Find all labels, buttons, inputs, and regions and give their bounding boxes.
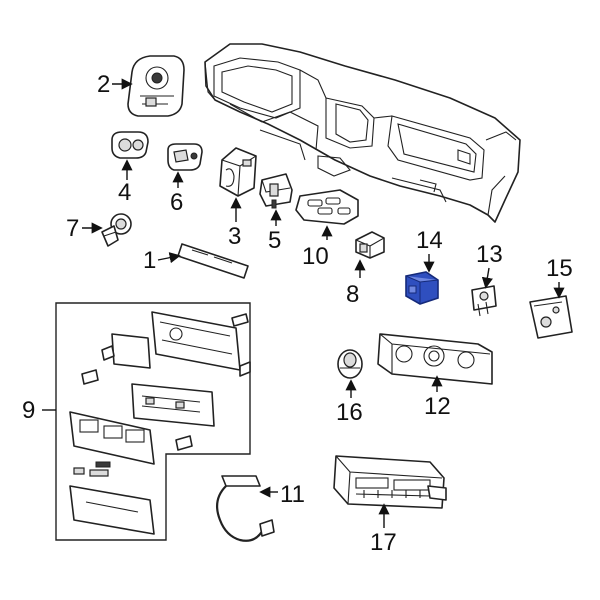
part-9-cluster-group: [55, 302, 251, 541]
part-1-trim-strip: [177, 243, 249, 279]
part-8-switch: [355, 231, 385, 259]
callout-1: 1: [143, 247, 156, 274]
callout-13: 13: [476, 241, 503, 268]
part-11-sensor-wire: [215, 475, 275, 542]
callout-17: 17: [370, 529, 397, 556]
callout-5: 5: [268, 227, 281, 254]
callout-15: 15: [546, 255, 573, 282]
part-5-switch: [259, 173, 293, 209]
part-6-switch: [167, 143, 203, 171]
part-17-control-head: [333, 455, 447, 509]
callout-4: 4: [118, 179, 131, 206]
callout-12: 12: [424, 393, 451, 420]
callout-14: 14: [416, 227, 443, 254]
part-7-ignition: [101, 213, 132, 247]
part-14-switch-highlighted[interactable]: [405, 271, 439, 305]
callout-6: 6: [170, 189, 183, 216]
callout-16: 16: [336, 399, 363, 426]
part-4-switch: [111, 131, 149, 159]
callout-3: 3: [228, 223, 241, 250]
part-2-headlamp-switch: [127, 55, 185, 117]
part-16-knob: [337, 349, 363, 379]
part-13-sensor: [471, 285, 497, 317]
callout-10: 10: [302, 243, 329, 270]
callout-7: 7: [66, 215, 79, 242]
instrument-panel: [204, 43, 521, 223]
callout-11: 11: [280, 481, 305, 508]
part-15-module: [529, 295, 573, 339]
part-10-bezel: [295, 189, 359, 225]
part-12-control-panel: [377, 333, 493, 385]
leader-1: [157, 252, 181, 264]
callout-8: 8: [346, 281, 359, 308]
callout-2: 2: [97, 71, 110, 98]
leader-13: [481, 267, 493, 289]
part-3-module: [219, 147, 257, 197]
callout-9: 9: [22, 397, 35, 424]
